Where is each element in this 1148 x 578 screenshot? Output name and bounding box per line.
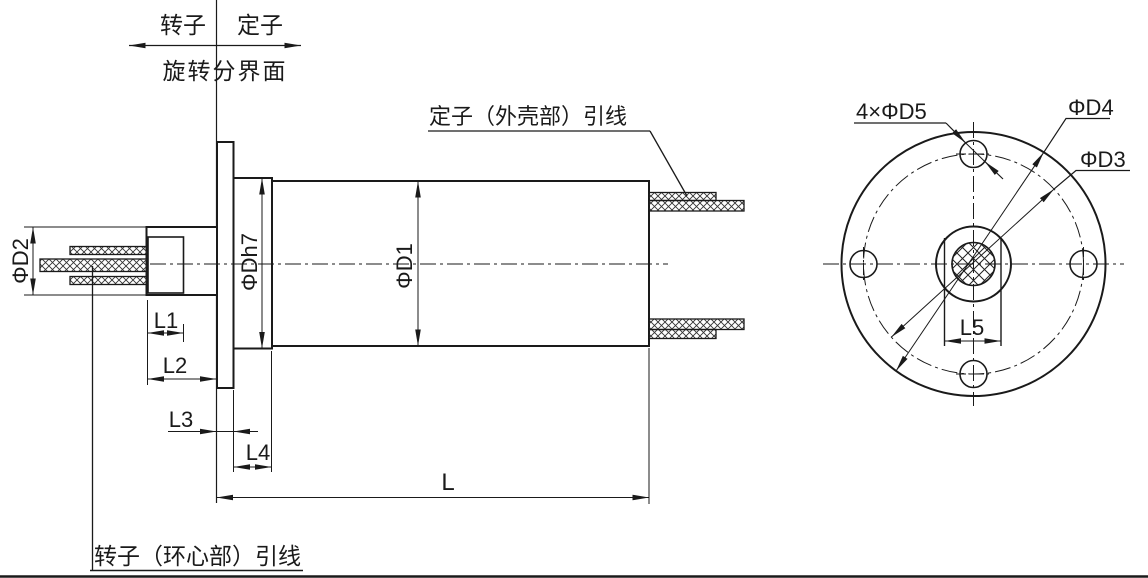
dim-l4: L4 bbox=[233, 351, 272, 472]
boundary-header: 转子 定子 旋转分界面 bbox=[129, 12, 301, 84]
dim-l3-label: L3 bbox=[169, 407, 193, 432]
dim-l5-label: L5 bbox=[960, 315, 984, 340]
dim-d5-arrow-upper bbox=[945, 122, 967, 144]
dim-d2: ΦD2 bbox=[8, 226, 147, 296]
side-view: 转子 定子 旋转分界面 定子（外 bbox=[8, 0, 745, 572]
rotor-lead-label: 转子（环心部）引线 bbox=[94, 543, 301, 569]
dim-l1-label: L1 bbox=[154, 308, 178, 333]
stator-cable-bottom-short bbox=[648, 328, 717, 340]
dim-l1: L1 bbox=[147, 300, 184, 385]
dim-dh7-label: ΦDh7 bbox=[237, 233, 262, 291]
dim-l-label: L bbox=[441, 469, 454, 496]
rotor-lead-cables bbox=[39, 245, 148, 286]
dim-d3-label: ΦD3 bbox=[1080, 147, 1126, 172]
dim-l2: L2 bbox=[147, 353, 217, 382]
stator-lead-callout: 定子（外壳部）引线 bbox=[428, 104, 688, 197]
dim-d1-label: ΦD1 bbox=[392, 243, 417, 289]
stator-side-label: 定子 bbox=[237, 12, 283, 38]
stator-lead-cables bbox=[648, 191, 745, 340]
dim-d3-leader bbox=[1053, 169, 1130, 190]
stator-lead-label: 定子（外壳部）引线 bbox=[429, 104, 627, 129]
dim-dh7: ΦDh7 bbox=[237, 178, 265, 349]
flange-outline bbox=[216, 141, 235, 389]
dim-d5-arrow-lower bbox=[984, 161, 1004, 180]
end-view: L5 4×ΦD5 ΦD4 ΦD3 bbox=[823, 95, 1130, 406]
stator-cable-bottom-long bbox=[648, 318, 745, 331]
rotor-cable-top bbox=[69, 245, 148, 256]
rotor-side-label: 转子 bbox=[160, 12, 206, 38]
dim-d5-callout: 4×ΦD5 bbox=[854, 99, 1004, 180]
dim-l4-label: L4 bbox=[246, 440, 270, 465]
stator-cable-top-short bbox=[648, 191, 717, 202]
dim-d4-leader bbox=[1043, 117, 1110, 153]
rotor-cable-middle bbox=[39, 258, 148, 273]
dim-l5: L5 bbox=[944, 315, 1001, 344]
rotor-lead-callout: 转子（环心部）引线 bbox=[90, 266, 303, 572]
dim-d1: ΦD1 bbox=[392, 181, 421, 346]
boundary-plane-label: 旋转分界面 bbox=[163, 58, 288, 84]
dim-d2-label: ΦD2 bbox=[8, 238, 33, 284]
dim-d5-through-hole bbox=[965, 142, 986, 162]
dim-l3: L3 bbox=[168, 390, 258, 472]
rotor-shaft-step bbox=[147, 236, 185, 294]
rotor-cable-bottom bbox=[69, 275, 148, 286]
dim-d3-line bbox=[890, 188, 1055, 338]
stator-lead-leader bbox=[649, 130, 688, 197]
dim-l: L bbox=[216, 348, 650, 504]
dim-d4-label: ΦD4 bbox=[1068, 95, 1114, 120]
dim-l2-label: L2 bbox=[163, 353, 187, 378]
dim-d3-callout: ΦD3 bbox=[890, 147, 1130, 338]
dim-d5-label: 4×ΦD5 bbox=[856, 99, 927, 124]
stator-cable-top-long bbox=[648, 199, 745, 212]
